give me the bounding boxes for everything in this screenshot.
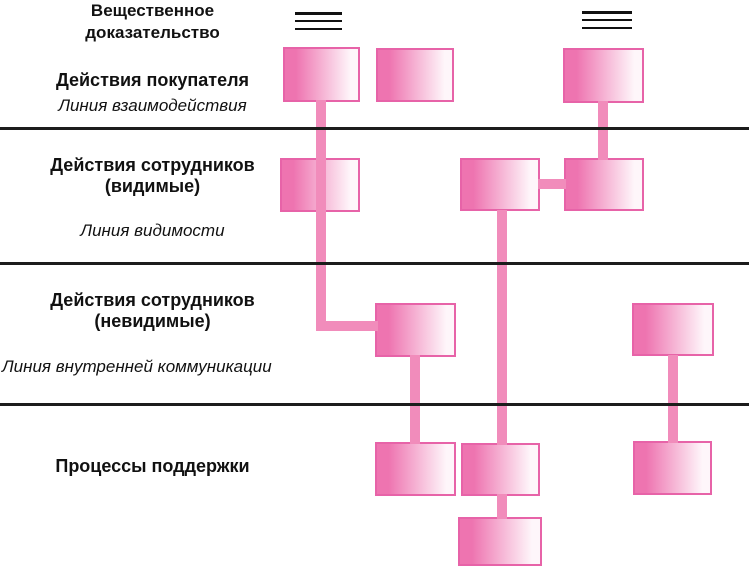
employee-actions-invisible-line2: (невидимые) [94, 311, 211, 331]
support-process-box-2 [461, 443, 540, 496]
employee-actions-visible-label: Действия сотрудников (видимые) [0, 155, 305, 197]
connector-invisible1-support1 [410, 355, 420, 444]
invisible-action-box-2 [632, 303, 714, 356]
evidence-bar [295, 19, 342, 23]
physical-evidence-icon-1 [295, 12, 342, 30]
visible-action-box-3 [564, 158, 644, 211]
connector-visible2-support2 [497, 210, 507, 445]
evidence-bar [582, 18, 632, 22]
connector-customer3-visible3 [598, 101, 608, 160]
invisible-action-box-1 [375, 303, 456, 357]
employee-actions-invisible-line1: Действия сотрудников [50, 290, 255, 310]
customer-action-box-3 [563, 48, 644, 103]
connector-visible2-visible3 [538, 179, 566, 189]
physical-evidence-line2: доказательство [85, 23, 220, 42]
customer-action-box-2 [376, 48, 454, 102]
support-process-box-1 [375, 442, 456, 496]
physical-evidence-label: Вещественное доказательство [0, 0, 305, 44]
physical-evidence-line1: Вещественное [90, 1, 215, 20]
evidence-bar [295, 12, 342, 15]
employee-actions-invisible-label: Действия сотрудников (невидимые) [0, 290, 305, 332]
line-of-interaction-label: Линия взаимодействия [58, 96, 247, 115]
line-of-interaction-divider [0, 127, 749, 130]
evidence-bar [295, 27, 342, 30]
customer-action-box-1 [283, 47, 360, 102]
connector-customer1-invisible1-horizontal [316, 321, 378, 331]
evidence-bar [582, 11, 632, 14]
visible-action-box-2 [460, 158, 540, 211]
line-of-visibility-divider [0, 262, 749, 265]
line-of-internal-communication-label: Линия внутренней коммуникации [2, 357, 272, 376]
support-process-box-3 [633, 441, 712, 495]
connector-support2-support4 [497, 494, 507, 519]
customer-actions-label: Действия покупателя [55, 70, 250, 90]
connector-customer1-invisible1-vertical [316, 100, 326, 331]
line-of-visibility-label: Линия видимости [80, 221, 225, 240]
evidence-bar [582, 26, 632, 29]
employee-actions-visible-line2: (видимые) [104, 176, 201, 196]
support-processes-label: Процессы поддержки [55, 456, 250, 476]
support-process-box-4 [458, 517, 542, 566]
employee-actions-visible-line1: Действия сотрудников [50, 155, 255, 175]
physical-evidence-icon-2 [582, 11, 632, 29]
line-of-internal-communication-divider [0, 403, 749, 406]
connector-invisible2-support3 [668, 355, 678, 443]
